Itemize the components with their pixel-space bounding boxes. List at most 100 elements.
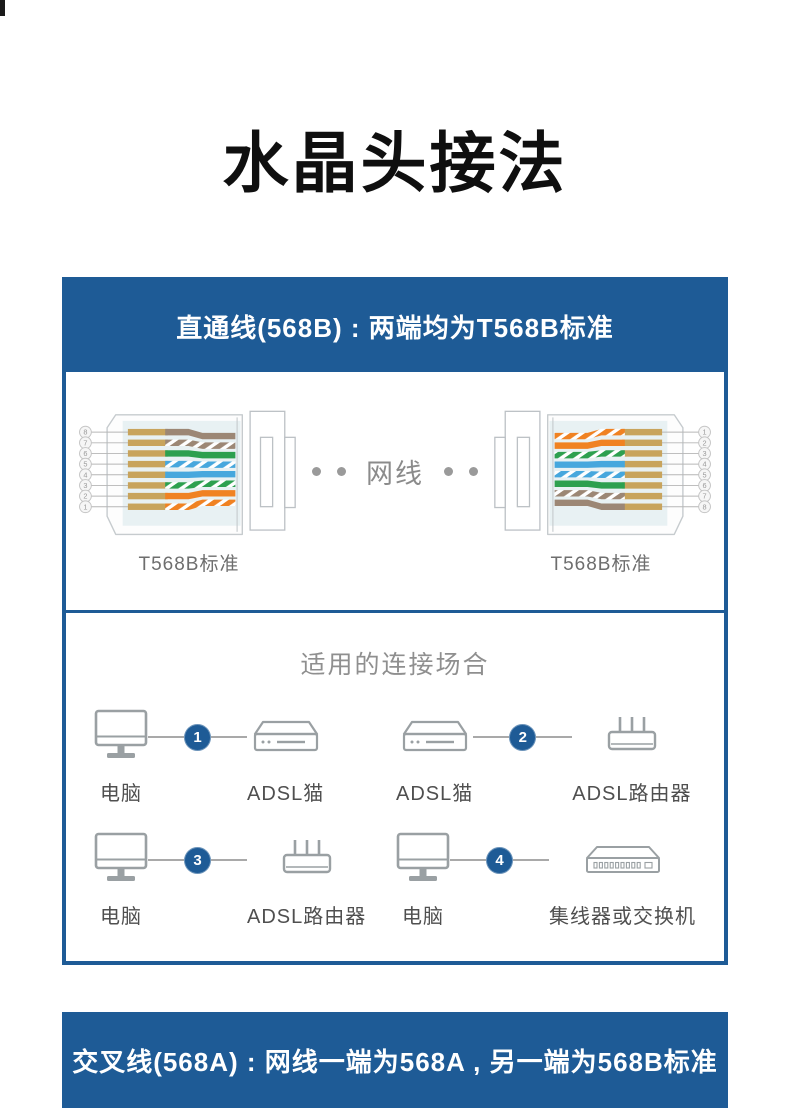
pin-number: 5	[703, 470, 707, 479]
cable-line	[211, 859, 247, 861]
computer-icon	[94, 828, 148, 892]
cable-line	[211, 736, 247, 738]
section-divider	[66, 610, 724, 613]
cable-line	[148, 859, 184, 861]
wire-blue	[554, 460, 625, 468]
crossover-header: 交叉线(568A) : 网线一端为568A , 另一端为568B标准	[62, 1012, 728, 1108]
computer-icon	[396, 828, 450, 892]
pin-number: 3	[83, 481, 87, 490]
pin-number: 4	[703, 459, 707, 468]
wire-white-blue	[165, 460, 236, 468]
cable-label: 网线	[366, 458, 424, 489]
device-switch: 集线器或交换机	[549, 828, 696, 929]
cable-line	[513, 859, 549, 861]
wire-brown	[165, 428, 236, 439]
computer-icon	[94, 705, 148, 769]
cable-link: 3	[148, 828, 247, 892]
wire-orange	[554, 439, 625, 449]
scenarios-title: 适用的连接场合	[300, 651, 490, 679]
pin-number: 3	[703, 449, 707, 458]
device-label: ADSL猫	[396, 783, 474, 805]
device-label: 电脑	[100, 783, 142, 805]
device-router: ADSL路由器	[247, 828, 366, 929]
device-label: ADSL猫	[247, 783, 325, 805]
device-label: 集线器或交换机	[549, 906, 696, 928]
device-label: 电脑	[100, 906, 142, 928]
wire-white-blue	[554, 470, 625, 478]
cable-line	[473, 736, 510, 738]
device-router: ADSL路由器	[572, 705, 691, 806]
modem-icon	[253, 705, 319, 769]
wire-green	[165, 449, 236, 458]
step-badge: 3	[184, 846, 211, 874]
pin-number: 7	[703, 491, 707, 500]
wire-white-green	[165, 480, 236, 489]
device-computer: 电脑	[94, 705, 148, 806]
pin-number: 7	[83, 438, 87, 447]
right-standard-label: T568B标准	[550, 553, 652, 575]
device-modem: ADSL猫	[247, 705, 324, 806]
scenario-4: 电脑 4 集线器或交换机	[396, 828, 696, 929]
rj45-connector-left-icon: 8 7 65 4 32 1	[79, 410, 296, 535]
switch-icon	[585, 828, 661, 892]
cable-dot	[337, 466, 346, 476]
device-label: ADSL路由器	[247, 906, 367, 928]
pin-number: 1	[703, 427, 707, 436]
wire-brown	[554, 499, 625, 510]
pin-number-bubble	[698, 499, 711, 513]
cable-link: 2	[473, 705, 573, 769]
cable-dot	[444, 466, 453, 476]
step-badge: 2	[509, 723, 537, 751]
pin-number: 1	[83, 502, 87, 511]
wire-green	[554, 480, 625, 489]
cable-link: 1	[148, 705, 247, 769]
pin-number-bubble	[79, 499, 92, 513]
pin-number: 8	[703, 502, 707, 511]
wire-white-brown	[554, 489, 625, 499]
device-label: 电脑	[402, 906, 444, 928]
device-label: ADSL路由器	[572, 783, 692, 805]
cable-link: 4	[450, 828, 549, 892]
cable-line	[148, 736, 184, 738]
corner-artifact	[0, 0, 5, 16]
step-badge: 1	[184, 723, 211, 751]
cable-dot	[469, 466, 478, 476]
wire-white-orange	[554, 428, 625, 439]
pin-number: 8	[83, 427, 87, 436]
wire-blue	[165, 470, 236, 478]
rj45-connector-right-icon: 1 2 34 5 67 8	[494, 410, 711, 535]
wire-white-orange	[165, 499, 236, 510]
pin-number: 6	[83, 449, 87, 458]
cable-line	[536, 736, 573, 738]
modem-icon	[402, 705, 468, 769]
device-modem: ADSL猫	[396, 705, 473, 806]
straight-through-header: 直通线(568B) : 两端均为T568B标准	[66, 281, 724, 372]
cable-dot	[312, 466, 321, 476]
pin-number: 2	[83, 491, 87, 500]
pin-number: 6	[703, 481, 707, 490]
wire-orange	[165, 489, 236, 499]
device-computer: 电脑	[94, 828, 148, 929]
pin-number: 4	[83, 470, 87, 479]
wire-white-brown	[165, 439, 236, 449]
wire-white-green	[554, 449, 625, 458]
device-computer: 电脑	[396, 828, 450, 929]
step-badge: 4	[486, 846, 513, 874]
cable-line	[450, 859, 486, 861]
pin-number: 2	[703, 438, 707, 447]
page-title: 水晶头接法	[222, 126, 568, 200]
straight-through-header-text: 直通线(568B) : 两端均为T568B标准	[176, 313, 614, 343]
cable-indicator: 网线	[312, 452, 478, 491]
left-standard-label: T568B标准	[138, 553, 240, 575]
pin-number: 5	[83, 459, 87, 468]
crossover-header-text: 交叉线(568A) : 网线一端为568A , 另一端为568B标准	[72, 1046, 718, 1077]
